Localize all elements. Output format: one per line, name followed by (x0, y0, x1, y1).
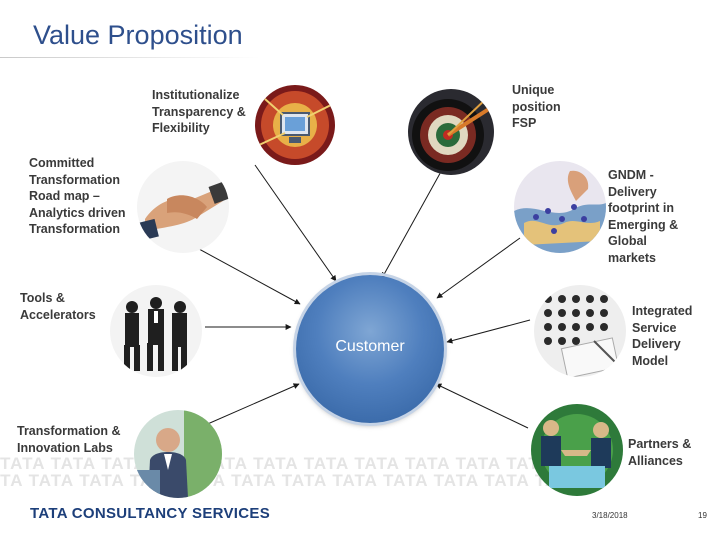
integrated-service-label: Integrated Service Delivery Model (632, 303, 692, 369)
arrow-unique-position (382, 168, 443, 278)
tools-label: Tools & Accelerators (20, 290, 96, 323)
arrow-institutionalize (255, 165, 336, 281)
page-number: 19 (698, 511, 707, 520)
institutionalize-label: Institutionalize Transparency & Flexibil… (152, 87, 246, 137)
arrow-transformation-labs (203, 384, 299, 426)
transformation-labs-label: Transformation & Innovation Labs (17, 423, 121, 456)
slide-date: 3/18/2018 (592, 511, 628, 520)
arrow-committed (188, 243, 300, 304)
arrow-integrated (447, 320, 530, 342)
partners-handshake-photo (531, 404, 623, 496)
businessman-photo (134, 410, 222, 498)
business-people-walking-photo (110, 285, 202, 377)
tcs-logo: TATA CONSULTANCY SERVICES (30, 505, 270, 522)
handshake-photo (137, 161, 229, 253)
partners-label: Partners & Alliances (628, 436, 691, 469)
map-pins-photo (514, 161, 606, 253)
keypad-photo (534, 285, 626, 377)
committed-transformation-label: Committed Transformation Road map – Anal… (29, 155, 126, 238)
customer-label: Customer (296, 338, 444, 356)
arrow-gndm (437, 238, 520, 298)
arrow-partners (436, 384, 528, 428)
unique-position-label: Unique position FSP (512, 82, 561, 132)
dartboard-photo (408, 89, 494, 175)
computer-network-photo (255, 85, 335, 165)
gndm-label: GNDM - Delivery footprint in Emerging & … (608, 167, 678, 266)
customer-circle: Customer (296, 275, 444, 423)
